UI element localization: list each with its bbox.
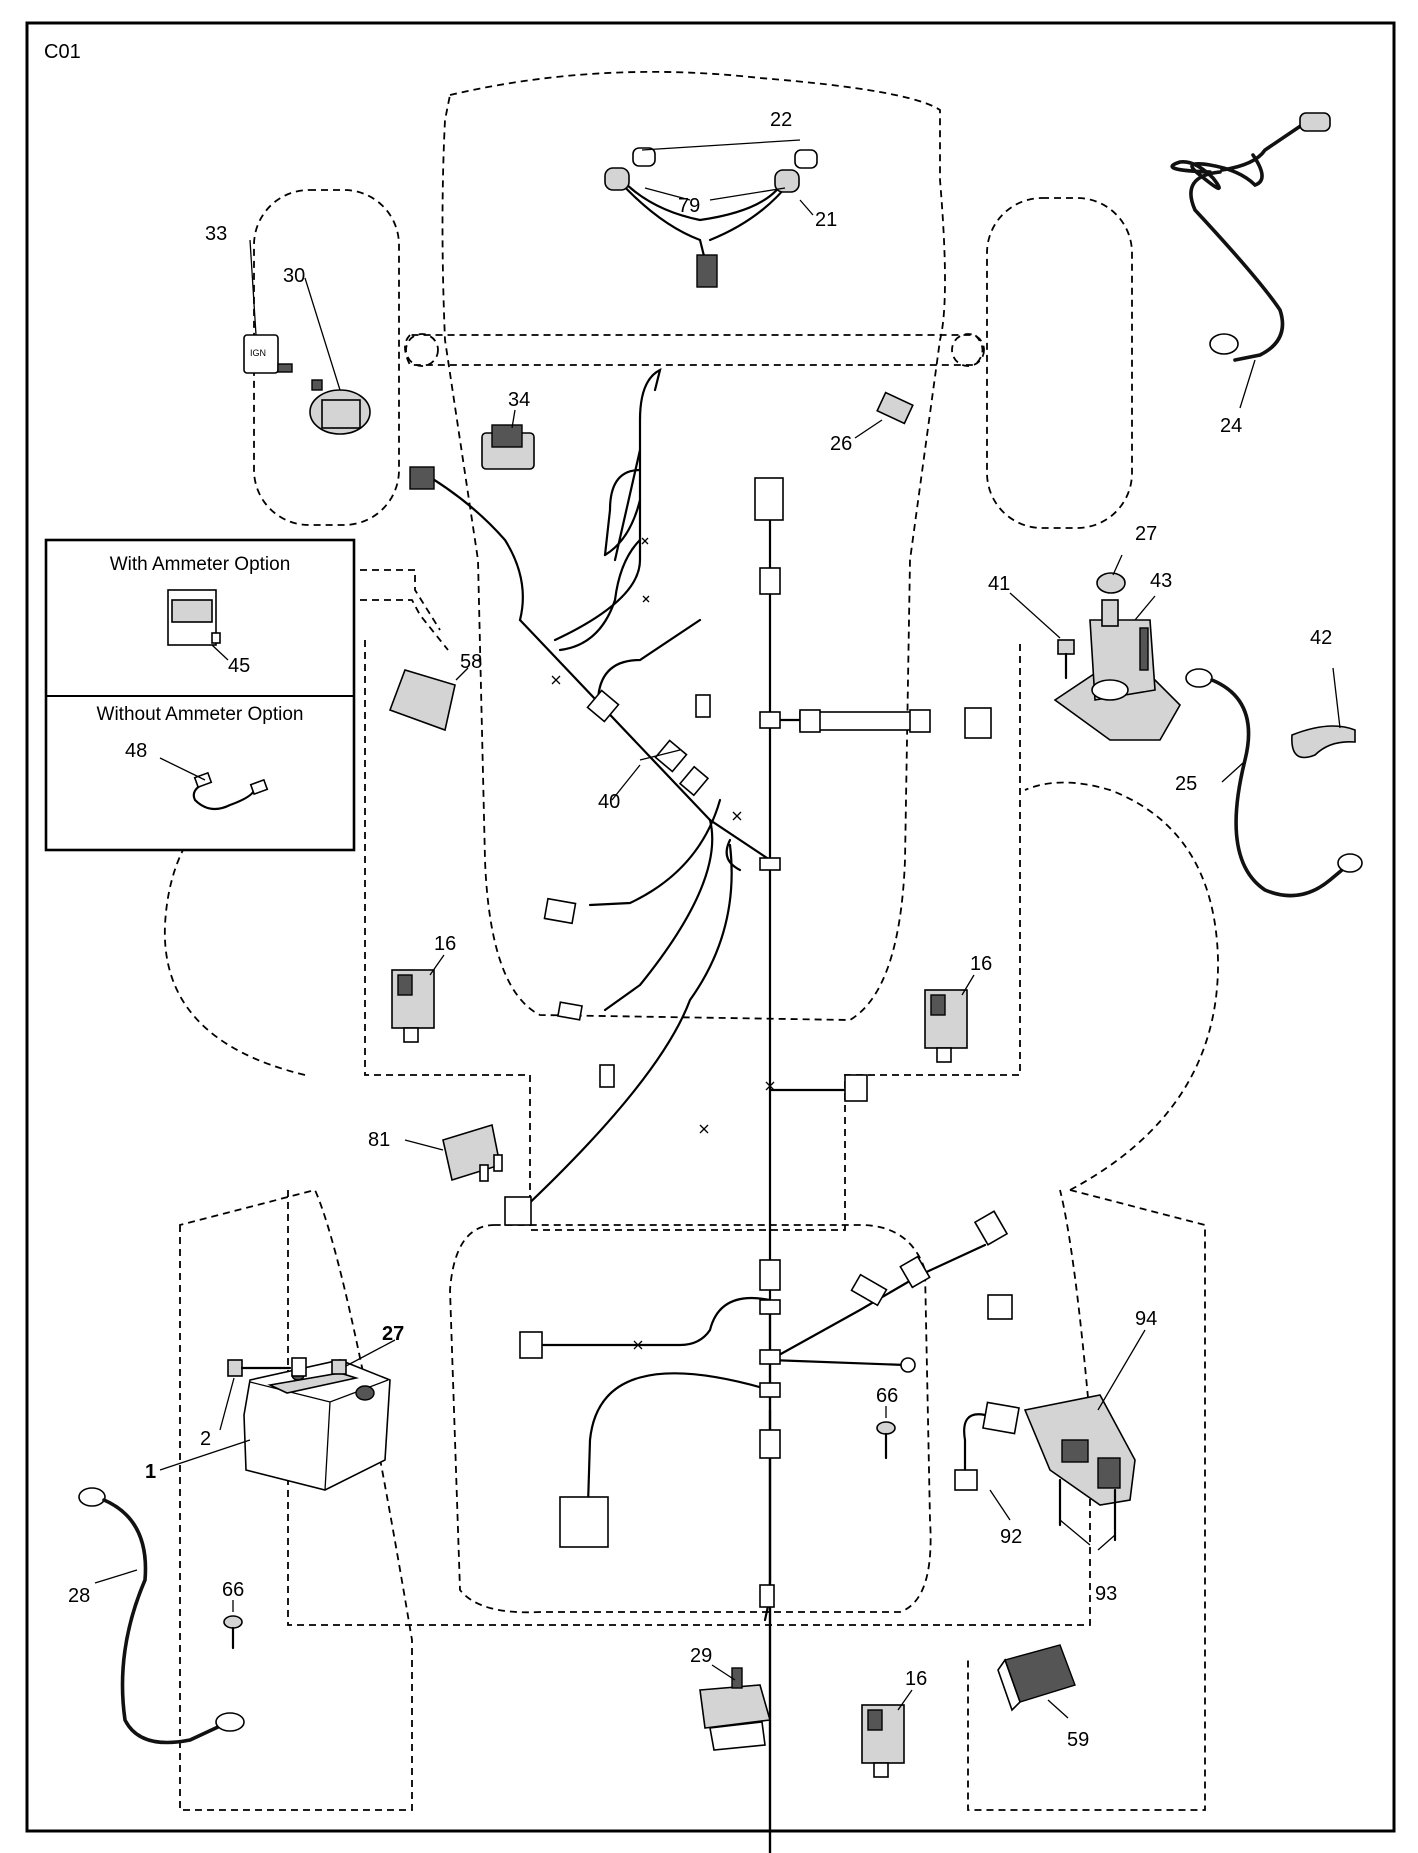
callout-48: 48: [125, 740, 147, 762]
main-harness: 40: [416, 367, 1013, 1853]
callout-40: 40: [598, 791, 620, 813]
callout-27-bottom: 27: [382, 1323, 404, 1345]
bolt-icon: [876, 1406, 896, 1460]
lower-plug-right-top: [973, 1210, 1009, 1246]
bolt-icon: [223, 1600, 243, 1650]
callout-79: 79: [678, 195, 700, 217]
page-code: C01: [44, 41, 81, 63]
lead-plug-c: [599, 1064, 615, 1088]
rear-deck-outline: [179, 1188, 413, 1811]
jumper-wire-icon: [159, 757, 269, 811]
callout-16-left: 16: [434, 933, 456, 955]
right-front-wheel: [986, 197, 1133, 529]
page-frame: [25, 21, 1396, 1833]
loom-segment: [586, 689, 620, 723]
harness-connector-dash: [409, 466, 435, 490]
callout-27-top: 27: [1135, 523, 1157, 545]
callout-26: 26: [830, 433, 852, 455]
callout-29: 29: [690, 1645, 712, 1667]
module-icon: [997, 1644, 1076, 1719]
rear-deck-right: [967, 1189, 1206, 1811]
harness-end-plug: [759, 1584, 775, 1608]
harness-connector-top: [754, 477, 784, 521]
bolt-icon: [1009, 592, 1075, 680]
seat-switch-icon: [954, 1329, 1146, 1551]
lead-plug-a: [543, 897, 577, 925]
callout-21: 21: [815, 209, 837, 231]
bolt-icon: [219, 1357, 307, 1431]
axle-end-left: [405, 333, 439, 367]
lead-plug-b: [557, 1001, 583, 1021]
module-icon: [388, 667, 469, 732]
callout-34: 34: [508, 389, 530, 411]
battery-cable-icon: [78, 1487, 245, 1745]
callout-42: 42: [1310, 627, 1332, 649]
pto-switch-icon: [699, 1664, 772, 1751]
ammeter-icon: [167, 589, 229, 661]
switch-connector-right: [844, 1074, 868, 1102]
front-axle-outline: [404, 334, 984, 366]
solenoid-icon: [1053, 599, 1181, 741]
option-box: With Ammeter Option Without Ammeter Opti…: [44, 538, 356, 852]
terminal-boot-icon: [1291, 667, 1356, 759]
callout-66-right: 66: [876, 1385, 898, 1407]
splice-marks: [551, 537, 775, 1350]
callout-41: 41: [988, 573, 1010, 595]
headlight-harness-icon: [604, 139, 818, 288]
frame-outline: [364, 640, 1021, 1231]
callout-25: 25: [1175, 773, 1197, 795]
plug-upper-small: [695, 694, 711, 718]
battery-icon: [159, 1359, 391, 1491]
fuse-icon: [854, 391, 914, 439]
pto-plug: [559, 1496, 609, 1548]
ring-terminal-lower: [900, 1357, 916, 1373]
key-icon: IGN: [243, 239, 293, 374]
svg-text:IGN: IGN: [250, 348, 266, 358]
ignition-switch-icon: [304, 277, 371, 435]
without-ammeter-label: Without Ammeter Option: [97, 704, 304, 725]
seat-area-outline: [449, 1224, 932, 1614]
axle-end-right: [951, 333, 985, 367]
interlock-switch-icon: [861, 1689, 913, 1778]
battery-cable-icon: [1185, 668, 1363, 898]
rear-plug-right: [964, 707, 992, 739]
callout-24: 24: [1220, 415, 1242, 437]
callout-30: 30: [283, 265, 305, 287]
callout-45: 45: [228, 655, 250, 677]
callout-81: 81: [368, 1129, 390, 1151]
lower-tray-outline: [287, 1189, 1091, 1626]
callout-66-left: 66: [222, 1579, 244, 1601]
callout-43: 43: [1150, 570, 1172, 592]
relay-icon: [404, 1123, 503, 1182]
lower-plug-left: [519, 1331, 543, 1359]
hood-outline: [441, 70, 946, 1021]
callout-92: 92: [1000, 1526, 1022, 1548]
callout-16-right: 16: [970, 953, 992, 975]
callout-2: 2: [200, 1428, 211, 1450]
callout-93: 93: [1095, 1583, 1117, 1605]
callout-22: 22: [770, 109, 792, 131]
callout-28: 28: [68, 1585, 90, 1607]
left-rear-wheel: [164, 789, 306, 1076]
interlock-switch-icon: [391, 954, 445, 1043]
right-rear-wheel: [1024, 781, 1219, 1191]
ground-plug: [504, 1196, 532, 1226]
lower-plug-right: [987, 1294, 1013, 1320]
nut-icon: [1096, 554, 1126, 594]
interlock-switch-icon: [924, 974, 975, 1063]
callout-33: 33: [205, 223, 227, 245]
dash-link-lines: [360, 569, 449, 651]
chassis-outlines: [164, 70, 1219, 1811]
rocker-switch-icon: [481, 409, 535, 470]
callout-58: 58: [460, 651, 482, 673]
nut-icon: [331, 1339, 396, 1375]
with-ammeter-label: With Ammeter Option: [110, 554, 291, 575]
callout-1: 1: [145, 1461, 156, 1483]
callout-59: 59: [1067, 1729, 1089, 1751]
callout-94: 94: [1135, 1308, 1157, 1330]
battery-cable-icon: [1170, 112, 1331, 409]
callout-16-bottom: 16: [905, 1668, 927, 1690]
